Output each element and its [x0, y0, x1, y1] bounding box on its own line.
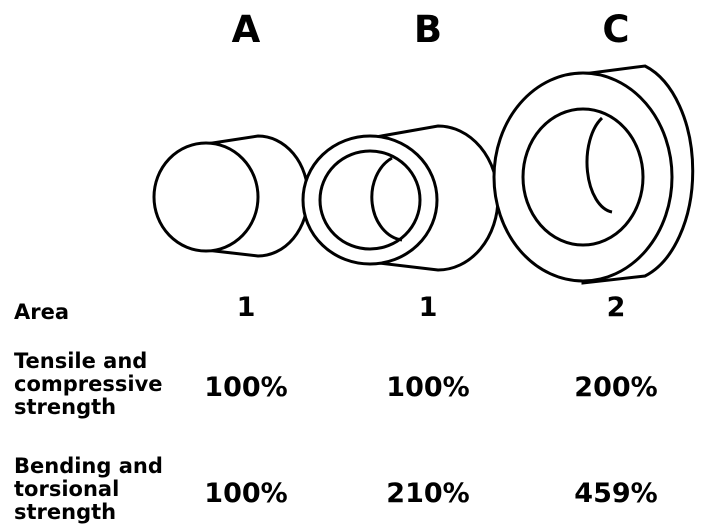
row-label-bending-torsional: Bending and torsional strength	[14, 454, 163, 524]
cylinder-illustrations	[152, 64, 695, 285]
row-label-area: Area	[14, 300, 70, 324]
area-value-a: 1	[236, 292, 256, 323]
tensile-value-b: 100%	[386, 372, 470, 403]
column-header-c: C	[602, 8, 630, 51]
hollow-tube-b	[301, 124, 500, 272]
bending-value-c: 459%	[574, 478, 658, 509]
area-value-c: 2	[606, 292, 626, 323]
solid-cylinder-a	[152, 134, 310, 258]
column-header-b: B	[413, 8, 443, 51]
row-label-tensile-compressive: Tensile and compressive strength	[14, 349, 163, 419]
column-header-a: A	[231, 8, 261, 51]
bending-value-b: 210%	[386, 478, 470, 509]
tensile-value-a: 100%	[204, 372, 288, 403]
bending-value-a: 100%	[204, 478, 288, 509]
tensile-value-c: 200%	[574, 372, 658, 403]
area-value-b: 1	[418, 292, 438, 323]
hollow-tube-c	[492, 64, 695, 285]
